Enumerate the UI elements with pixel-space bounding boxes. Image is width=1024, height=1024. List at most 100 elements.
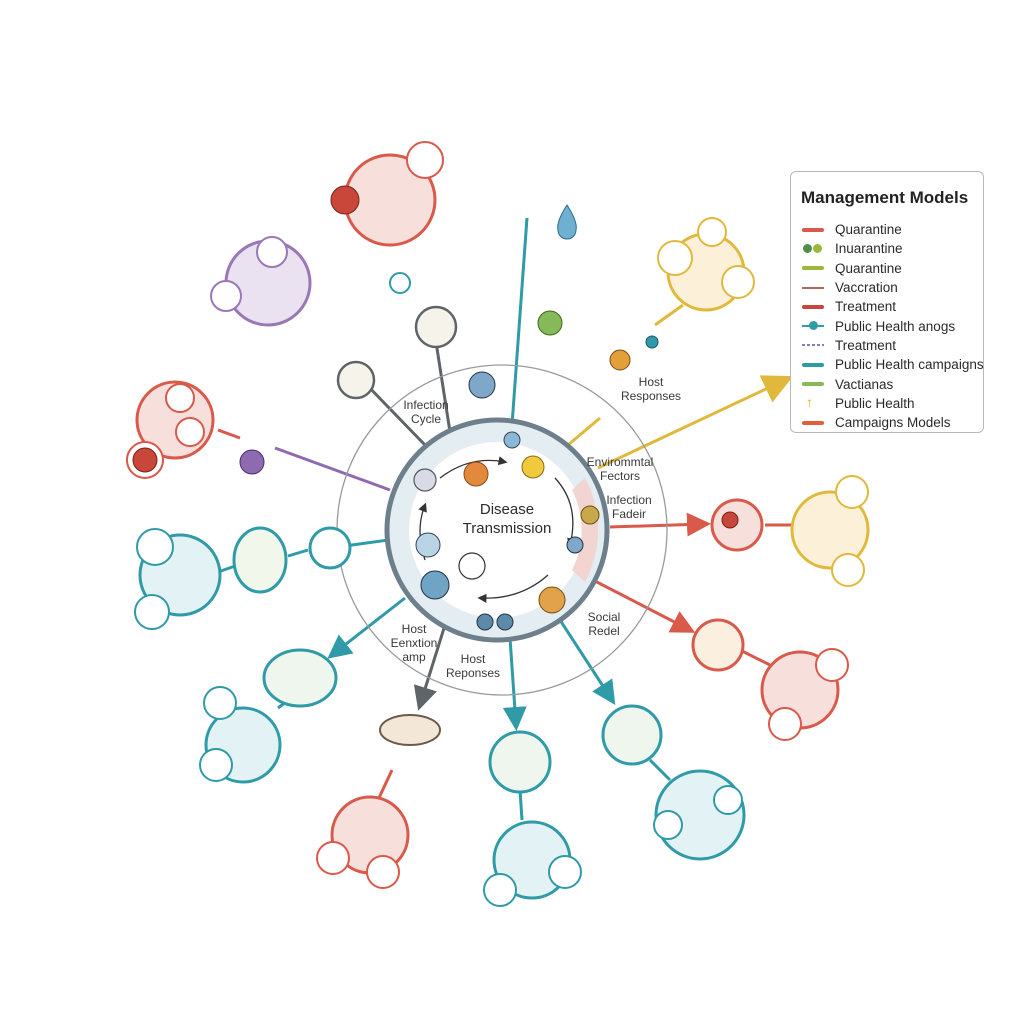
node-sw-teal [262,648,338,708]
link-se-red [739,648,771,667]
legend-item-label: Public Health campaigns [835,357,984,373]
pathogen-cluster-icon [538,586,566,614]
spoke-top-teal [510,217,529,426]
label-host-interaction: Host Eenxtion amp [390,622,438,664]
node-east-yellow-small-a [835,475,869,509]
center-title-line2: Transmission [462,520,552,537]
spoke-s-teal [502,637,527,731]
spoke-top-gray [434,341,452,433]
spoke-ne-yellow [597,375,794,470]
node-bottom-teal-2-small-b [548,855,582,889]
label-social-model: Social Redel [587,610,621,638]
node-east-red [710,498,764,552]
node-se-teal-2-small-b [713,785,743,815]
legend-item-label: Inuarantine [835,241,903,257]
legend-marker [801,340,825,350]
spoke-se-red [592,578,696,633]
link-s-teal [518,789,524,821]
people-icon [476,613,494,631]
node-bottom-dish [379,714,441,746]
link-w-teal-b [287,548,309,558]
node-purple-small-a [256,236,288,268]
node-left-red-small-b [175,417,205,447]
node-purple-small-b [210,280,242,312]
node-east-yellow-small-b [831,553,865,587]
spoke-nw-gray [360,378,427,447]
virus-icon-red [132,447,158,473]
legend-marker [801,418,825,428]
legend-item: Quarantine [801,259,984,278]
legend-marker [801,225,825,235]
microbe-icon [503,431,521,449]
virus-blue-icon [420,570,450,600]
link-w-red [217,428,241,440]
node-east-yellow [790,490,870,570]
label-infection-cycle: Infection Cycle [403,398,449,426]
water-drop-icon [557,204,577,240]
legend-item-label: Quarantine [835,260,902,276]
node-bottom-teal [488,730,552,794]
bird-icon [566,536,584,554]
center-title-line1: Disease [479,501,535,518]
node-top-red-small [406,141,444,179]
legend-marker [801,263,825,273]
legend-item-label: Public Health anogs [835,318,956,334]
node-bottom-red-small-a [316,841,350,875]
node-sw-teal-2-small-b [199,748,233,782]
node-ne-yellow-small-a [657,240,693,276]
legend-item: Public Health campaigns [801,355,984,374]
legend-item: ↑Public Health [801,394,984,413]
node-left-teal-2 [232,526,288,594]
legend-item: Campaigns Models [801,413,984,432]
virus-icon [330,185,360,215]
legend-item-label: Vactianas [835,376,894,392]
node-left-teal-small-b [134,594,170,630]
host-icon [580,505,600,525]
label-infection-factor: Infection Fadeir [606,493,652,521]
center-hub-inner [409,442,585,618]
center-title: Disease Transmission [432,500,582,538]
virus-icon-purple [239,449,265,475]
legend-item-label: Public Health [835,395,915,411]
center-hub-right-tint [572,478,599,582]
node-ne-yellow-small-b [697,217,727,247]
virus-orange-icon [463,461,489,487]
legend-item: Vaccration [801,278,984,297]
legend-item-label: Campaigns Models [835,415,951,431]
node-left-teal-small-a [136,528,174,566]
legend-item: Quarantine [801,220,984,239]
label-host-responses-top: Host Responses [620,375,682,403]
node-left-teal-3 [308,526,352,570]
node-left-red-small-a [165,383,195,413]
legend-item-label: Treatment [835,299,897,315]
host-person-icon [609,349,631,371]
node-bottom-teal-2-small-a [483,873,517,907]
node-se-red-small-a [815,648,849,682]
node-ne-yellow-small-c [721,265,755,299]
label-environmental-factors: Envirommtal Fectors [586,455,654,483]
virus-green-icon [537,310,563,336]
legend-item: Public Health anogs [801,316,984,335]
cell-icon [415,532,441,558]
legend-item-label: Treatment [835,337,897,353]
pill-icon [645,335,659,349]
people-icon [801,243,825,254]
smiley-icon [521,455,545,479]
legend-marker [801,360,825,370]
outer-nodes [126,141,870,907]
link-ne-yellow [654,303,684,327]
face-icon [468,371,496,399]
node-sw-teal-2-small-a [203,686,237,720]
bacteria-icon [413,468,437,492]
spoke-ne-yellow-short [567,416,601,447]
legend-marker [801,283,825,293]
legend-item: Inuarantine [801,239,984,258]
legend-item: Treatment [801,336,984,355]
link-s-red [376,769,394,801]
legend-item: Vactianas [801,374,984,393]
legend-item-label: Quarantine [835,222,902,238]
spoke-se-teal [558,619,616,706]
node-se-red-small [691,618,745,672]
